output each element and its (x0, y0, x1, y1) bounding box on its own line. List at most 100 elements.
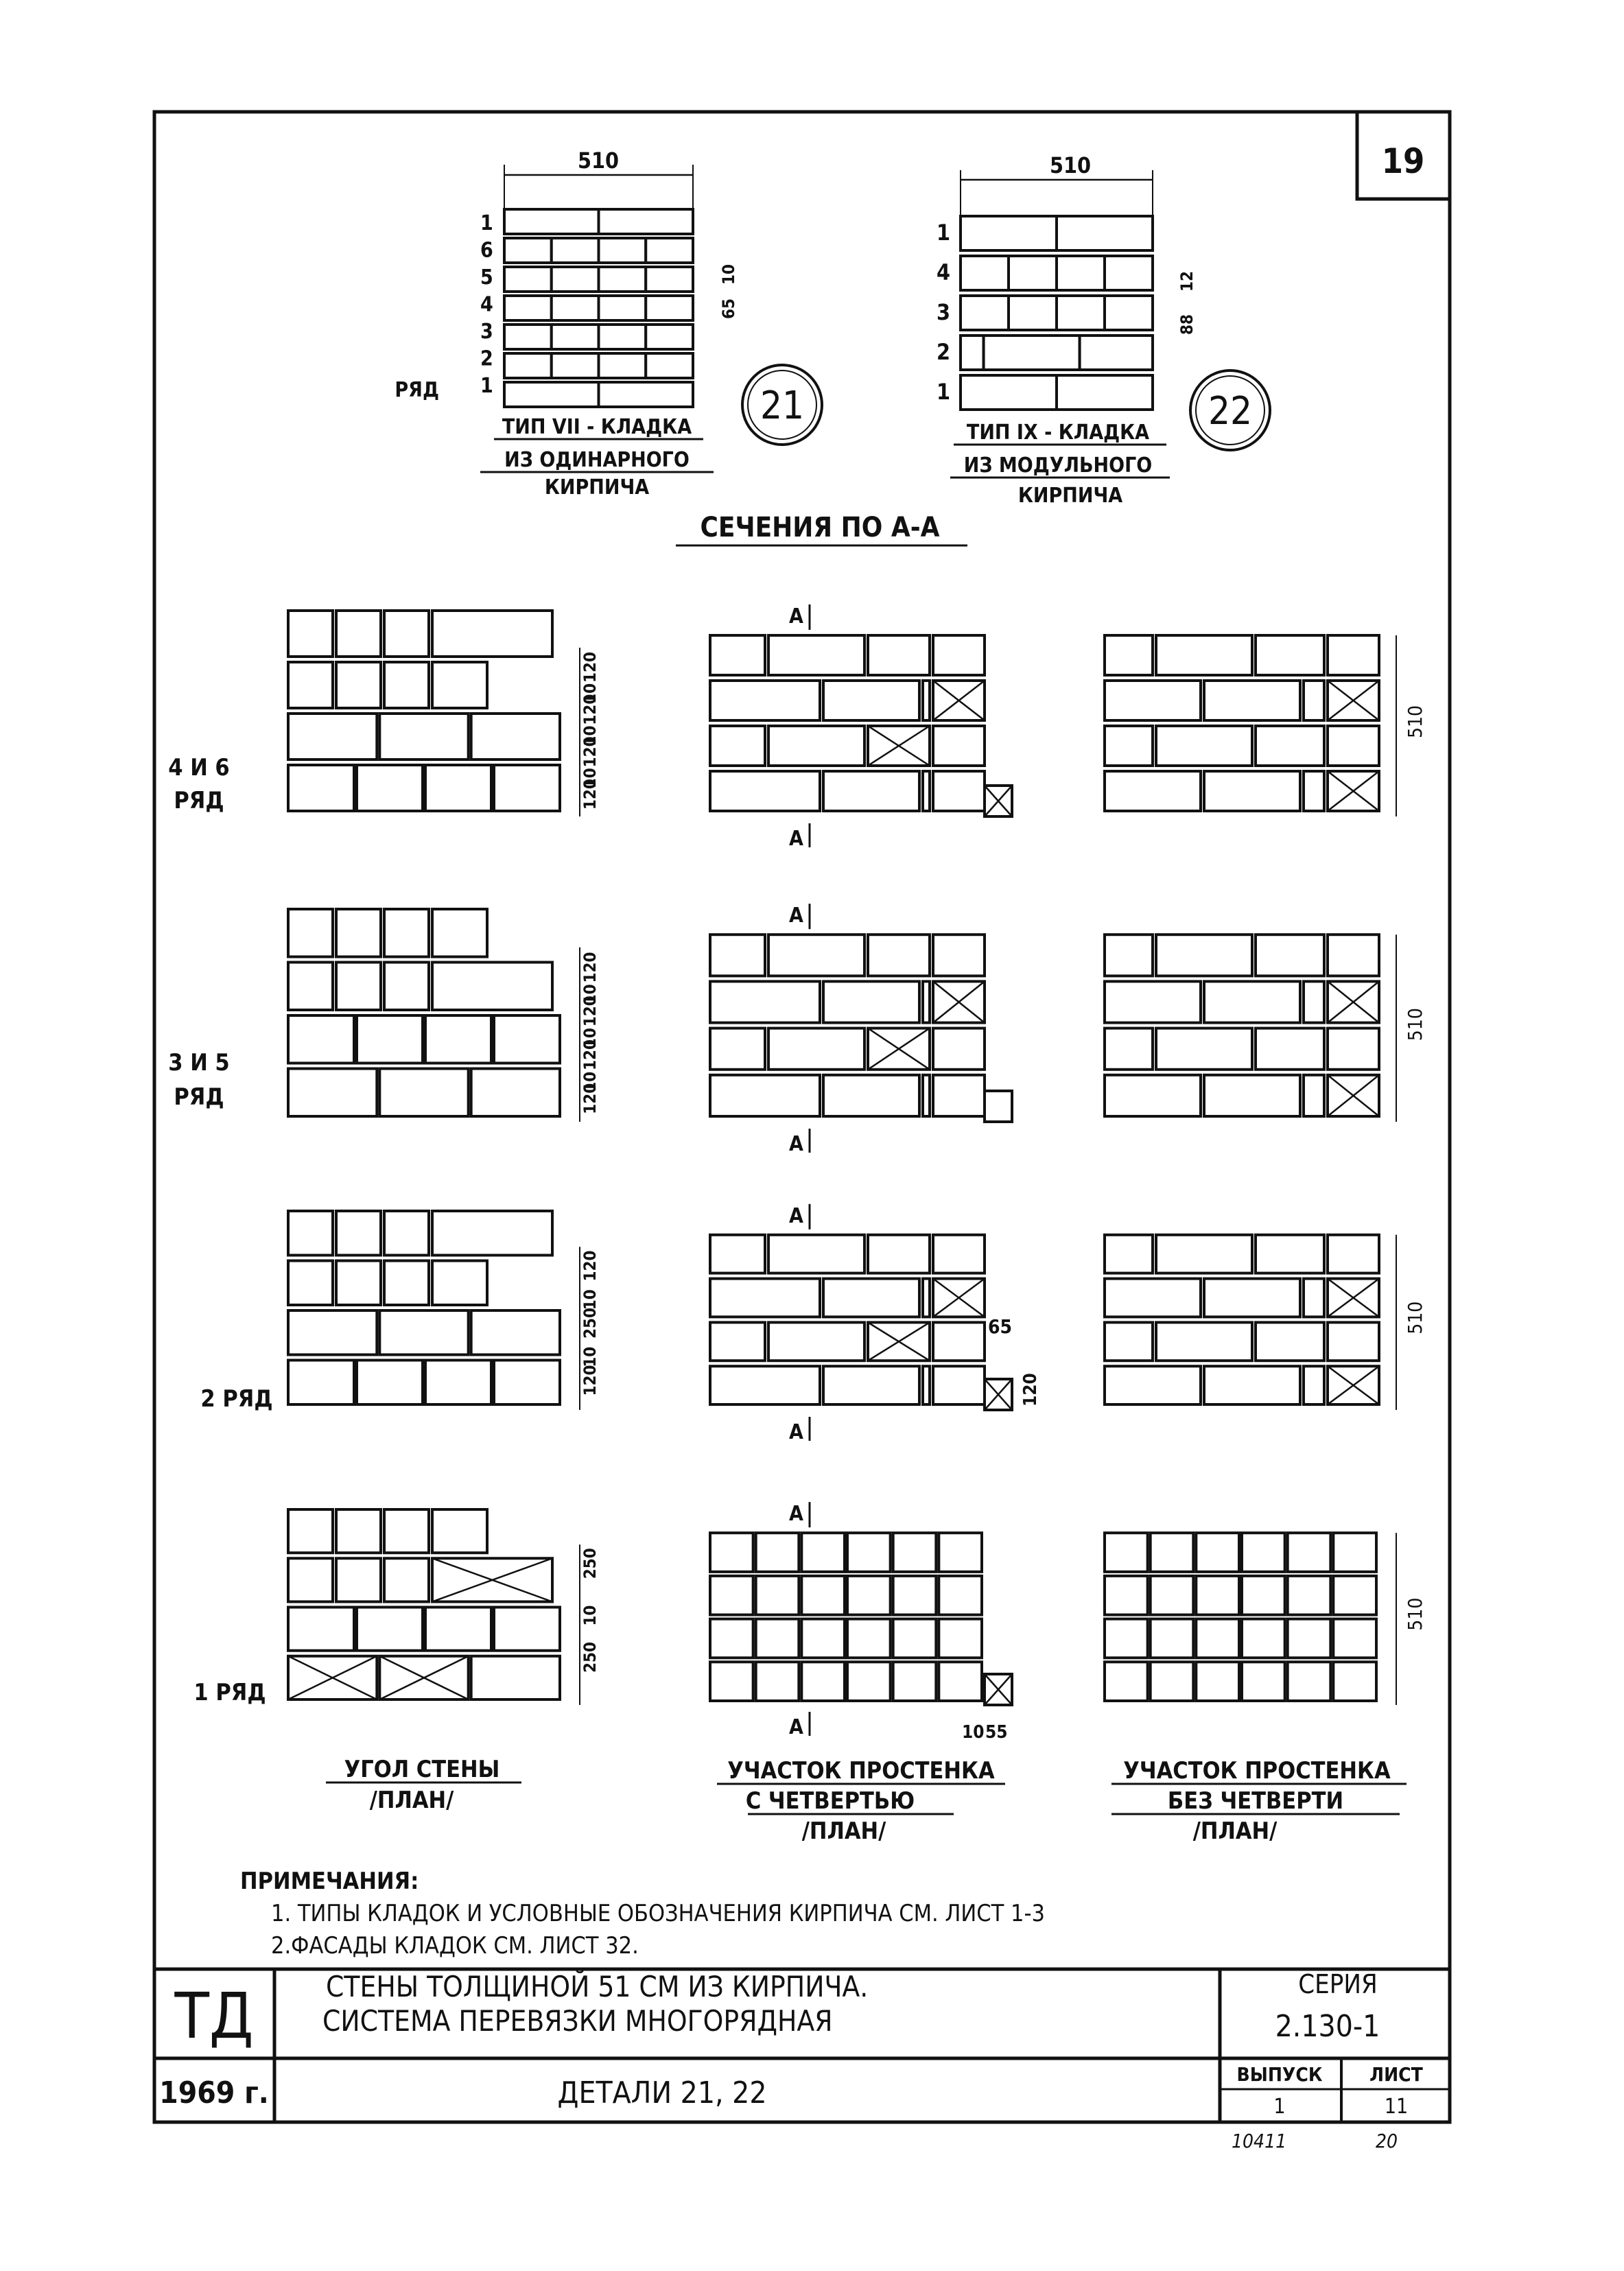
brick (1155, 634, 1254, 676)
brick (822, 1277, 921, 1319)
corner-dim: 120 (580, 736, 600, 767)
detail-21-dim-65: 65 (719, 298, 738, 319)
brick (1103, 1660, 1149, 1703)
section-mark-top: А (789, 1204, 803, 1228)
brick (1103, 770, 1202, 812)
subtitle: ДЕТАЛИ 21, 22 (558, 2075, 767, 2110)
brick (767, 634, 866, 676)
brick (287, 1508, 334, 1555)
corner-dim: 250 (580, 1548, 600, 1579)
brick (1055, 294, 1106, 331)
brick (493, 764, 561, 812)
brick (932, 1026, 986, 1071)
brick (867, 1233, 931, 1275)
brick (287, 1014, 355, 1065)
brick (335, 661, 382, 709)
brick (709, 1574, 755, 1616)
section-mark-top: А (789, 604, 803, 628)
detail-22-caption-3: КИРПИЧА (1018, 484, 1122, 508)
brick (383, 1210, 430, 1257)
brick (1332, 1660, 1378, 1703)
brick (932, 933, 986, 978)
brick (1149, 1617, 1195, 1660)
brick (355, 1014, 424, 1065)
brick (431, 1259, 489, 1306)
brick (383, 961, 430, 1011)
brick (355, 1605, 424, 1652)
brick (1286, 1617, 1332, 1660)
brick (503, 381, 600, 408)
brick (1332, 1574, 1378, 1616)
brick (287, 609, 334, 658)
brick (709, 1277, 821, 1319)
brick (932, 725, 986, 767)
brick (335, 609, 382, 658)
brick (1155, 725, 1254, 767)
brick (846, 1660, 892, 1703)
brick (1103, 980, 1202, 1024)
brick (982, 334, 1081, 371)
detail-22-row-number: 4 (937, 259, 950, 285)
brick (503, 352, 553, 379)
brick (867, 634, 931, 676)
brick (493, 1358, 561, 1406)
brick (846, 1574, 892, 1616)
section-mark-top: А (789, 1502, 803, 1526)
brick (822, 1365, 921, 1406)
corner-dim: 250 (580, 1308, 600, 1339)
brick (1302, 1073, 1326, 1118)
brick (597, 237, 648, 264)
brick (1007, 294, 1058, 331)
footer-number-2: 20 (1376, 2130, 1398, 2152)
brick (287, 764, 355, 812)
section-mark-bottom: А (789, 827, 803, 851)
issue-label: ВЫПУСК (1237, 2063, 1323, 2086)
brick (1254, 725, 1326, 767)
brick (378, 1309, 470, 1356)
brick (767, 1233, 866, 1275)
brick (1149, 1531, 1195, 1573)
detail-22-caption-2: ИЗ МОДУЛЬНОГО (964, 454, 1152, 478)
brick (493, 1014, 561, 1065)
brick (597, 381, 694, 408)
detail-22-caption-1: ТИП IX - КЛАДКА (967, 421, 1149, 445)
sheet-number: 19 (1382, 141, 1425, 181)
brick (597, 294, 648, 322)
brick (1103, 725, 1154, 767)
brick (1203, 1277, 1302, 1319)
brick (1286, 1660, 1332, 1703)
brick (550, 323, 600, 351)
corner-dim: 10 (580, 768, 600, 788)
detail-22-number: 22 (1208, 389, 1252, 434)
brick (287, 961, 334, 1011)
brick (431, 661, 489, 709)
issue-value: 1 (1273, 2095, 1285, 2119)
corner-dim: 120 (580, 1039, 600, 1070)
row-label-35-line2: РЯД (174, 1083, 224, 1111)
brick (424, 1358, 493, 1406)
brick (335, 1508, 382, 1555)
detail-21-caption-3: КИРПИЧА (545, 475, 649, 499)
brick (932, 1365, 986, 1406)
brick (424, 1605, 493, 1652)
detail-21-row-number: 1 (480, 211, 493, 235)
brick (1254, 634, 1326, 676)
brick (493, 1605, 561, 1652)
brick (287, 712, 379, 761)
brick (709, 725, 766, 767)
brick (1240, 1617, 1286, 1660)
brick (431, 609, 554, 658)
brick (1103, 255, 1154, 292)
brick (754, 1660, 801, 1703)
brick (287, 661, 334, 709)
detail-21-row-number: 1 (480, 374, 493, 398)
section-mark-bottom: А (789, 1715, 803, 1739)
brick (431, 1210, 554, 1257)
brick (709, 634, 766, 676)
brick (378, 1067, 470, 1118)
brick (822, 980, 921, 1024)
brick (383, 908, 430, 958)
section-mark-bottom: А (789, 1132, 803, 1156)
